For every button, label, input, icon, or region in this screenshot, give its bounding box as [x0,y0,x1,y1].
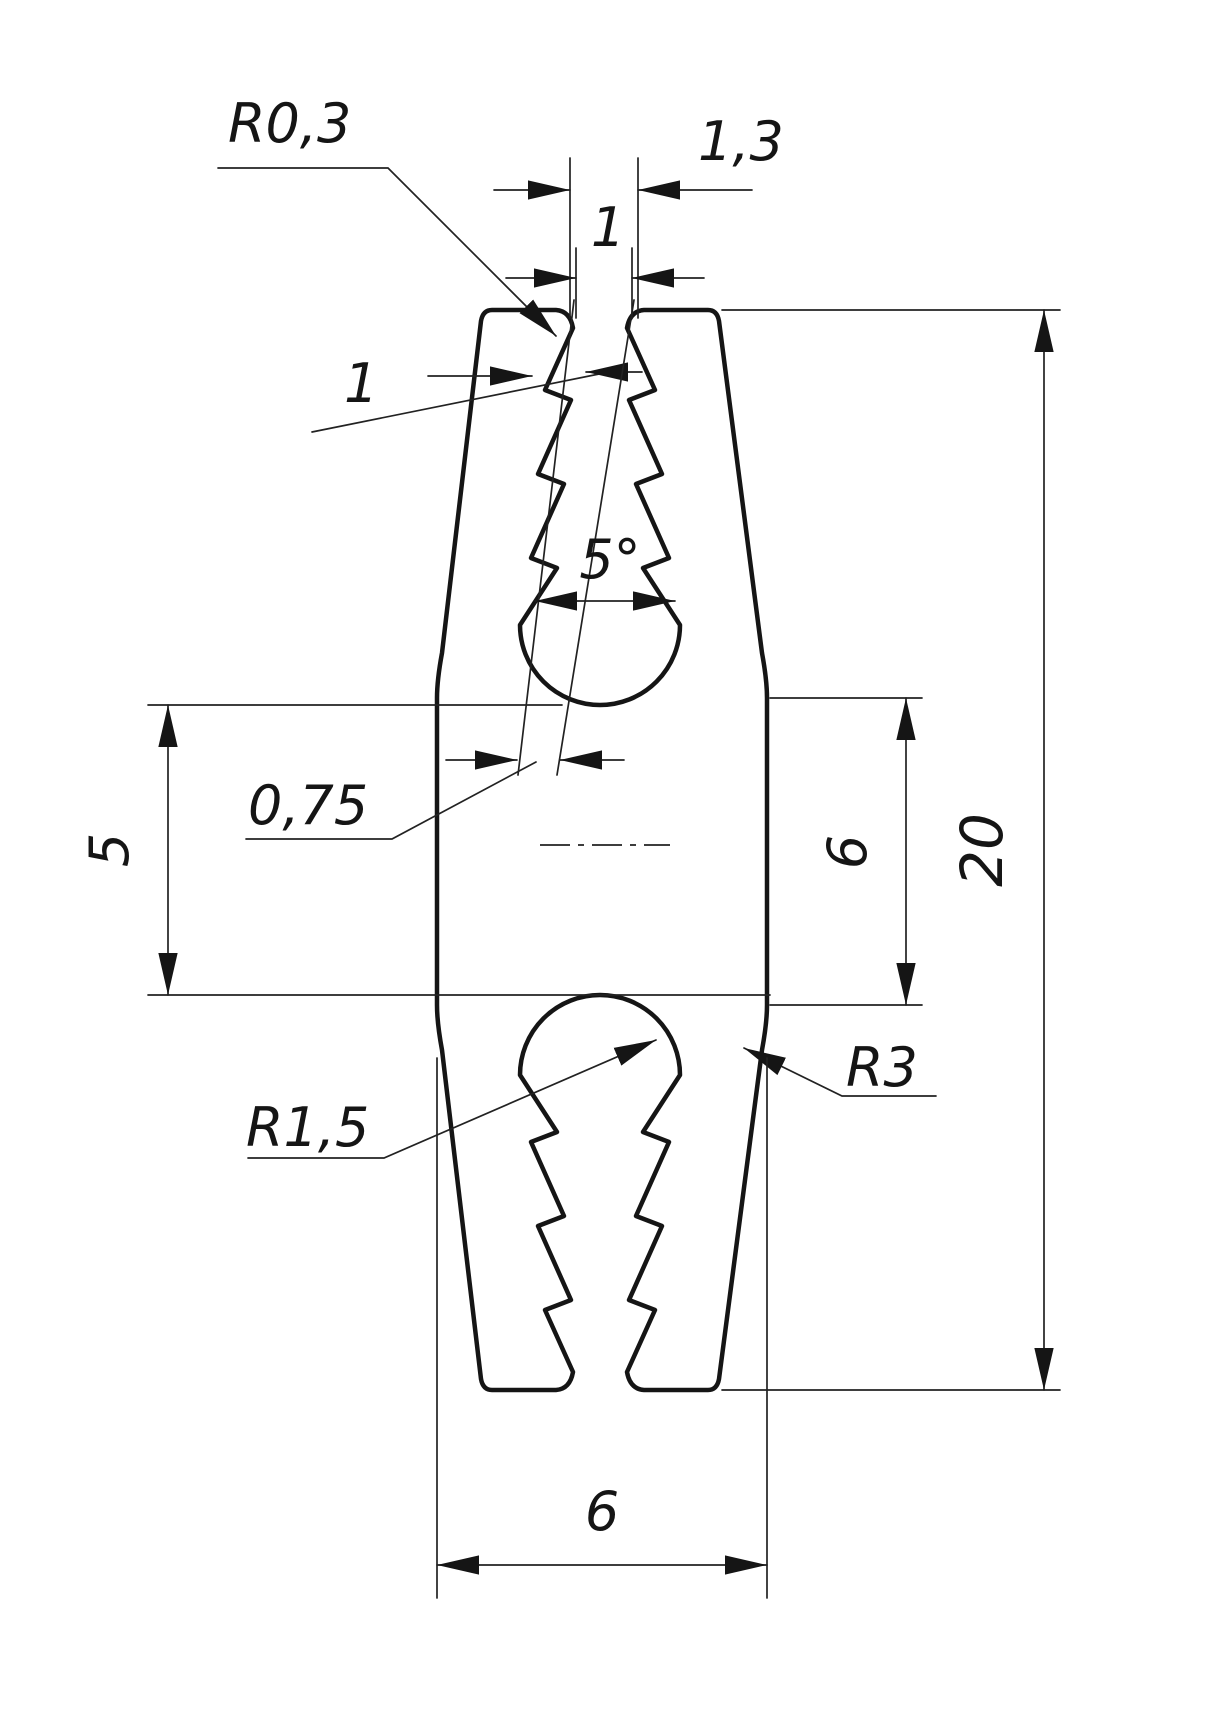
label-corner-radius: R3 [846,1036,918,1099]
dimension-lines [147,157,1061,1599]
dimension-labels: R0,3 1,3 1 1 5° 0,75 5 6 20 R3 R1,5 6 [78,92,1016,1543]
profile-outline [434,307,770,1393]
taper-line [556,299,635,776]
label-tip-radius: R0,3 [228,92,351,155]
label-tooth-depth: 1 [344,352,378,415]
leader-r3 [743,1047,937,1097]
leader-r15 [247,1039,657,1159]
label-total-height: 20 [948,813,1016,887]
profile-path [434,307,770,1393]
label-side-height: 6 [816,835,879,869]
taper-line [517,299,575,776]
label-slot-width-inner: 1 [591,196,625,259]
label-slot-width-outer: 1,3 [698,110,784,173]
leader-075 [245,761,537,840]
label-taper-angle: 5° [579,528,640,591]
label-slot-end-radius: R1,5 [246,1096,369,1159]
label-wall-offset: 0,75 [248,774,368,837]
label-mid-height: 5 [78,833,141,867]
label-total-width: 6 [585,1480,619,1543]
leader-r03 [217,167,557,337]
